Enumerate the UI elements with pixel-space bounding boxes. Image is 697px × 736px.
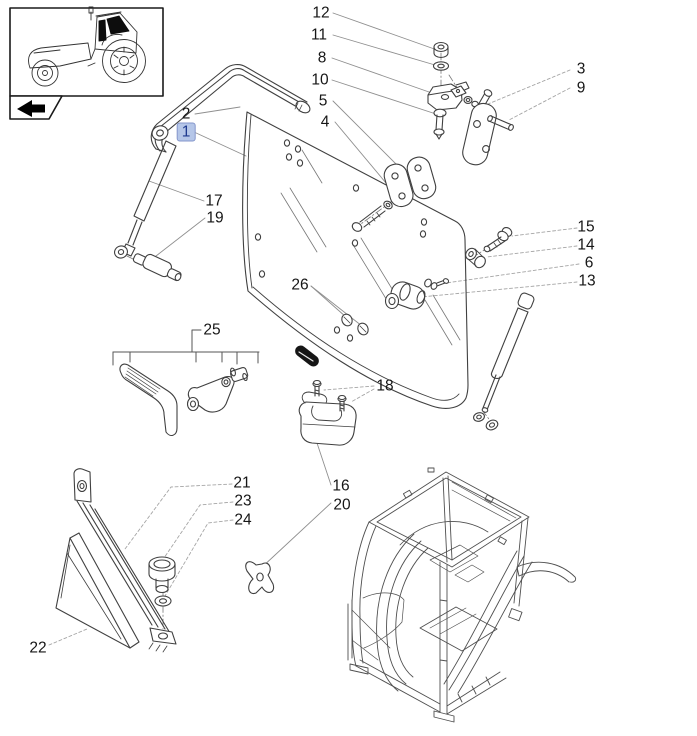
guide-rail: [73, 468, 177, 653]
callout-3[interactable]: 3: [576, 60, 586, 78]
callout-17[interactable]: 17: [205, 192, 223, 210]
glass-holes: [254, 139, 428, 342]
back-arrow-icon: [17, 100, 45, 117]
knob-washer: [154, 595, 172, 607]
hinge-bolt: [351, 200, 393, 232]
callout-23[interactable]: 23: [234, 492, 252, 510]
back-arrow-tab[interactable]: [9, 95, 63, 120]
callout-6[interactable]: 6: [584, 254, 594, 272]
door-hinge: [450, 85, 514, 166]
group-bracket-25: [112, 329, 260, 366]
handle-recess-slot: [295, 345, 319, 367]
callout-8[interactable]: 8: [317, 49, 327, 67]
leader-lines: [48, 12, 580, 646]
striker-screws: [312, 379, 347, 412]
callout-2[interactable]: 2: [181, 105, 191, 123]
window-glass: [242, 111, 469, 409]
model-thumbnail[interactable]: [9, 6, 164, 120]
callout-11[interactable]: 11: [310, 26, 328, 44]
callout-9[interactable]: 9: [576, 79, 586, 97]
window-seal-strip: [150, 64, 311, 153]
hinge-pin-rod: [487, 115, 514, 131]
callout-14[interactable]: 14: [577, 236, 595, 254]
striker-bracket: [298, 391, 357, 446]
callout-12[interactable]: 12: [312, 4, 330, 22]
callout-13[interactable]: 13: [578, 272, 596, 290]
hinge-plates: [383, 156, 437, 208]
ball-stud-fitting: [132, 253, 182, 282]
wedge-panel: [55, 532, 140, 649]
glass-reflections: [280, 149, 461, 346]
callout-24[interactable]: 24: [234, 511, 252, 529]
bumper-knob: [148, 556, 176, 594]
retainer-clip: [245, 561, 275, 595]
cab-frame: [347, 467, 577, 723]
callout-10[interactable]: 10: [311, 71, 329, 89]
callout-22[interactable]: 22: [29, 639, 47, 657]
latch-bolt-grommet: [465, 226, 513, 269]
callout-4[interactable]: 4: [320, 113, 330, 131]
callout-15[interactable]: 15: [577, 218, 595, 236]
callout-1[interactable]: 1: [176, 122, 196, 142]
callout-20[interactable]: 20: [333, 496, 351, 514]
callout-18[interactable]: 18: [376, 377, 394, 395]
callout-25[interactable]: 25: [203, 321, 221, 339]
handle-kit: [119, 363, 249, 437]
callout-26[interactable]: 26: [291, 276, 309, 294]
callout-16[interactable]: 16: [332, 477, 350, 495]
callout-21[interactable]: 21: [233, 474, 251, 492]
gas-strut-right: [473, 292, 535, 431]
latch-assembly: [384, 278, 450, 310]
gas-strut-left: [114, 125, 177, 259]
tractor-icon: [28, 6, 146, 87]
callout-5[interactable]: 5: [318, 92, 328, 110]
glass-plugs-26: [341, 313, 369, 336]
callout-19[interactable]: 19: [206, 209, 224, 227]
